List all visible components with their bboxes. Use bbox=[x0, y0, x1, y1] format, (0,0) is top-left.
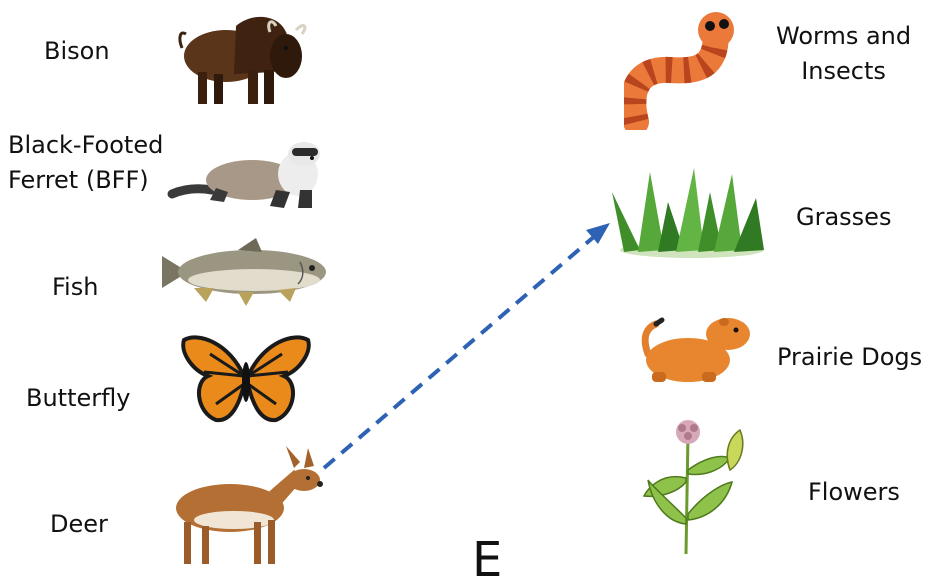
bottom-partial-letter: E bbox=[472, 536, 502, 584]
dashed-arrow-line bbox=[324, 235, 596, 468]
connection-arrow bbox=[0, 0, 951, 564]
